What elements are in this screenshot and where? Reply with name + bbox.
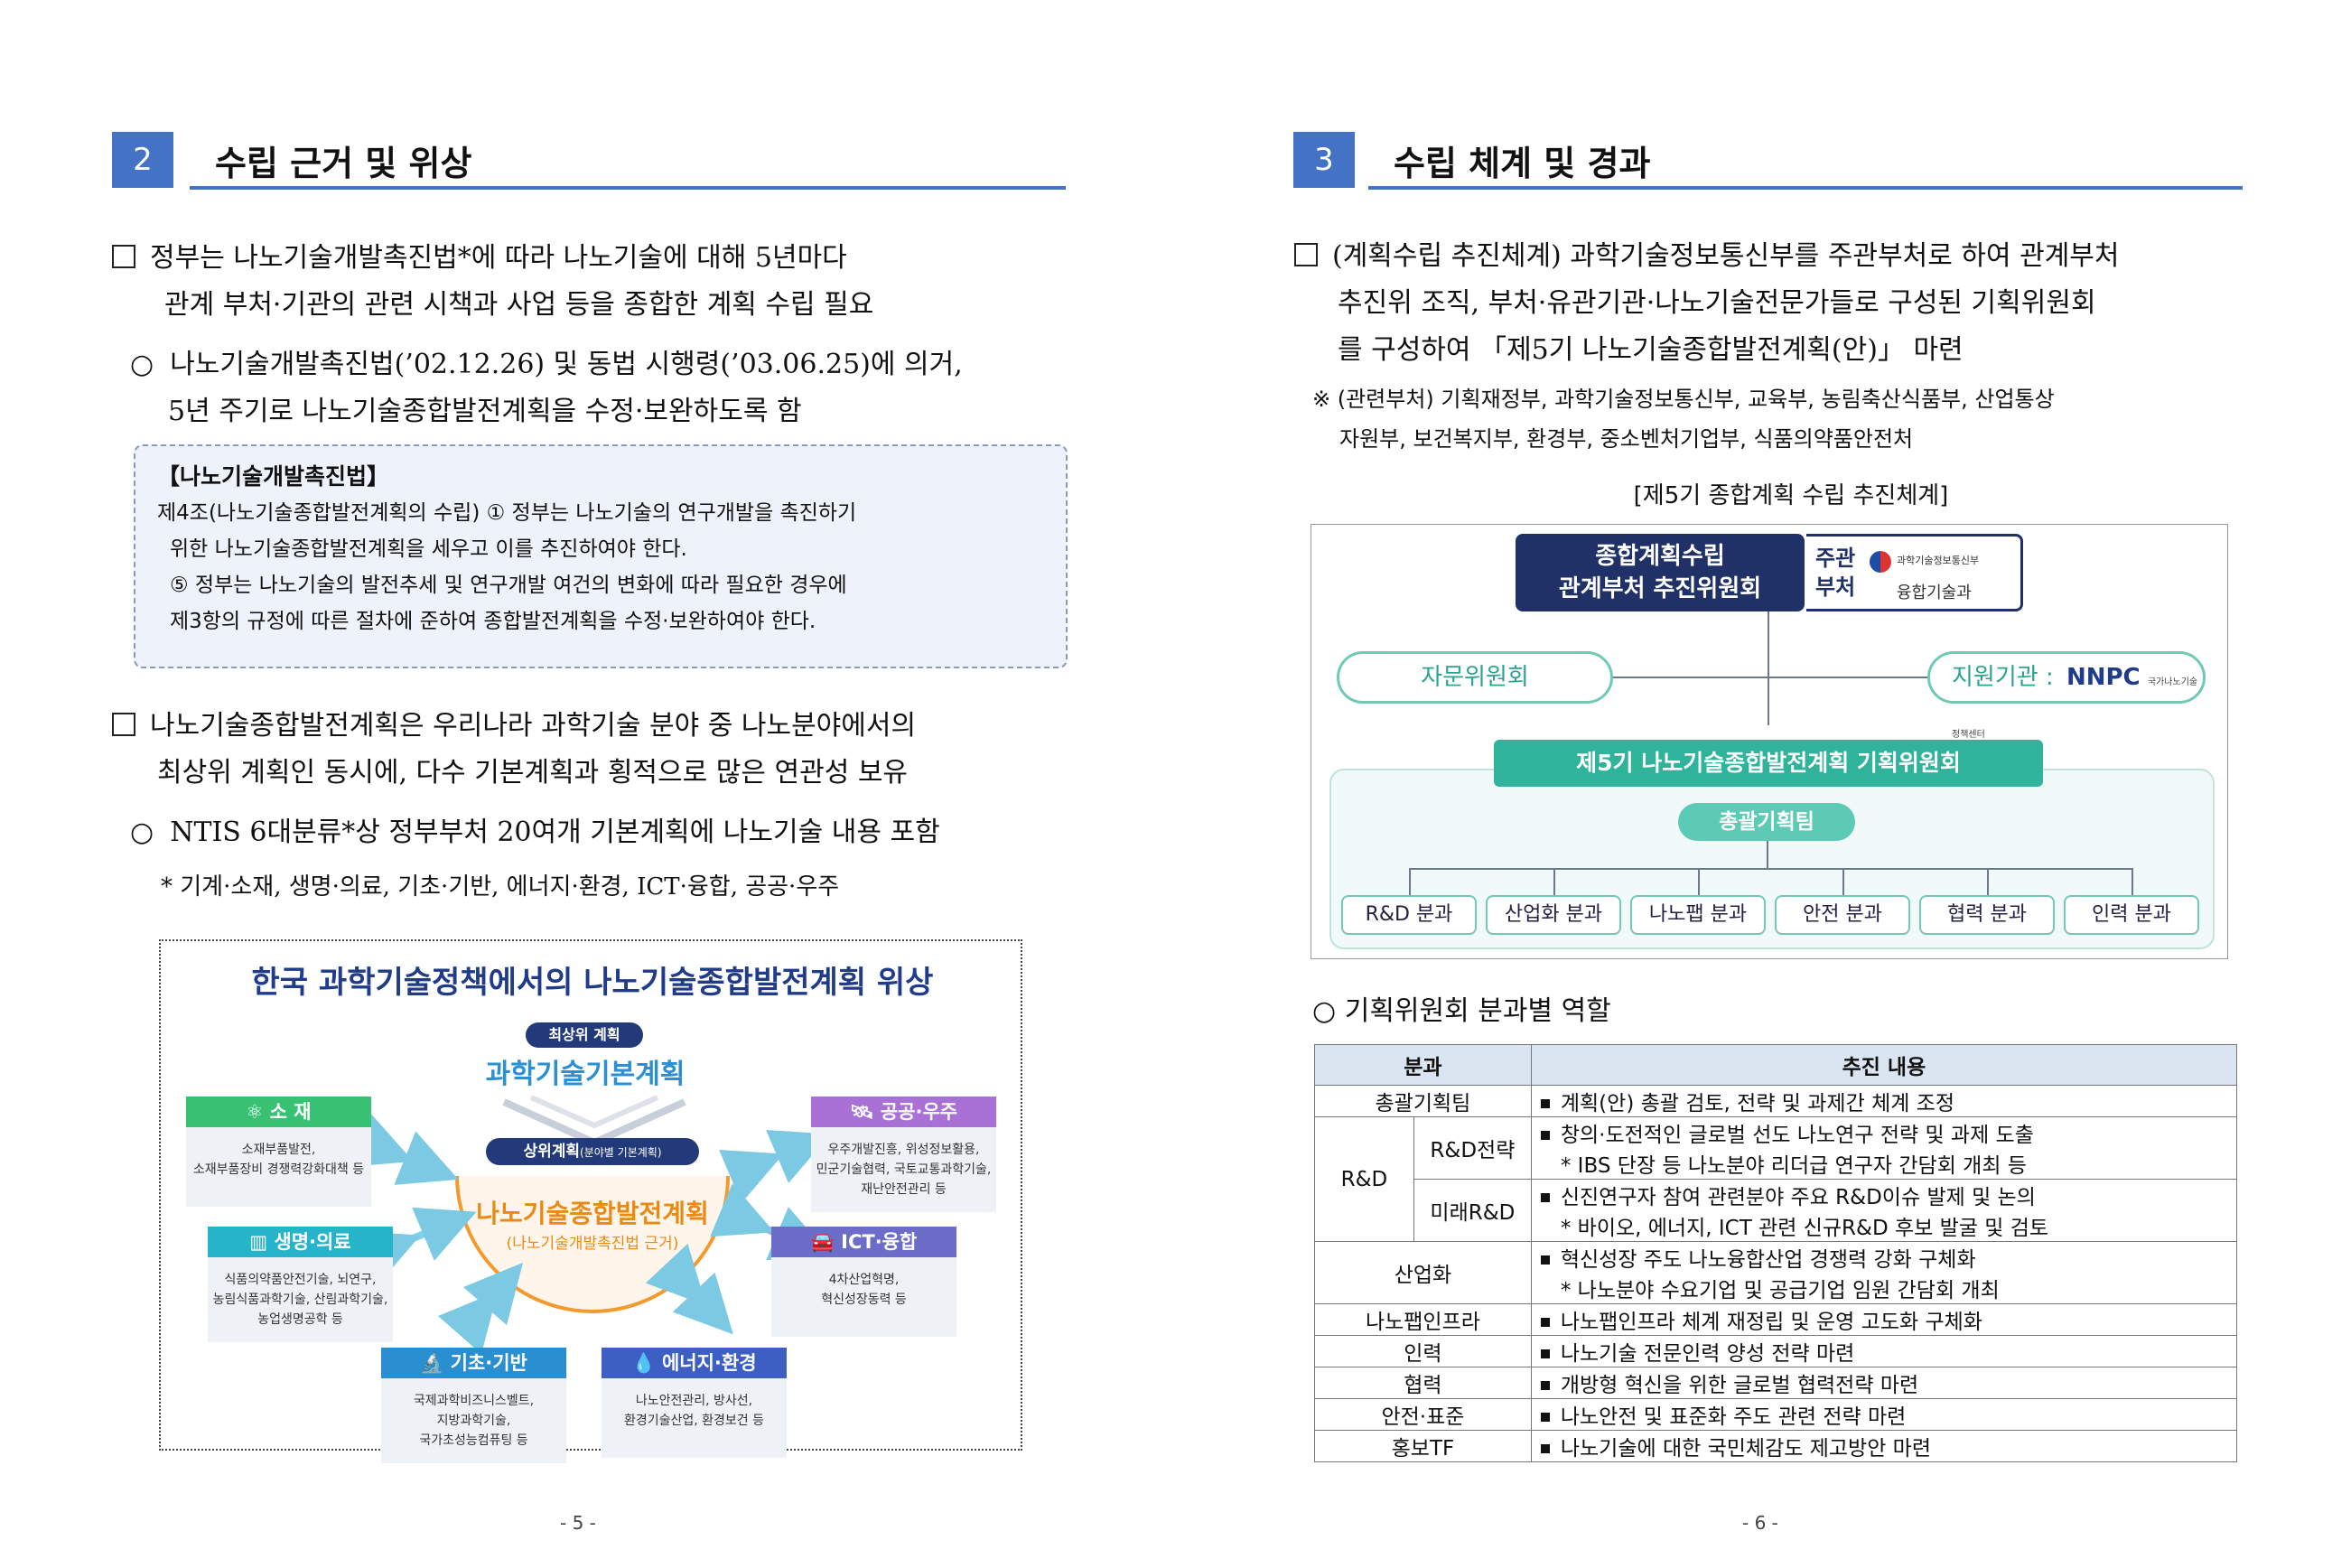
square-bullet-icon (1540, 1318, 1550, 1327)
page-number: - 5 - (560, 1512, 596, 1534)
checkbox-square-icon (112, 245, 135, 268)
category-materials: ⚛ 소 재 소재부품발전,소재부품장비 경쟁력강화대책 등 (186, 1097, 371, 1207)
table-row: 인력 나노기술 전문인력 양성 전략 마련 (1314, 1335, 2238, 1367)
section-underline (190, 186, 1066, 190)
position-figure: 한국 과학기술정책에서의 나노기술종합발전계획 위상 최상위 계획 과학기술기본… (159, 939, 1022, 1463)
ministerial-committee: 종합계획수립 관계부처 추진위원회 (1516, 534, 1805, 611)
paragraph-2-sub: ○NTIS 6대분류*상 정부부처 20여개 기본계획에 나노기술 내용 포함 (130, 817, 940, 848)
category-basic: 🔬 기초·기반 국제과학비즈니스벨트,지방과학기술,국가초성능컴퓨팅 등 (381, 1348, 566, 1463)
table-row: 산업화 혁신성장 주도 나노융합산업 경쟁력 강화 구체화 * 나노분야 수요기… (1314, 1241, 2238, 1304)
section-title: 수립 체계 및 경과 (1394, 144, 1651, 183)
figure-title: 한국 과학기술정책에서의 나노기술종합발전계획 위상 (251, 965, 934, 1001)
square-bullet-icon (1540, 1255, 1550, 1265)
table-row: 미래R&D 신진연구자 참여 관련분야 주요 R&D이슈 발제 및 논의 * 바… (1315, 1179, 2238, 1242)
planning-committee: 제5기 나노기술종합발전계획 기획위원회 (1494, 740, 2043, 787)
square-bullet-icon (1540, 1413, 1550, 1422)
subcommittee-industry: 산업화 분과 (1486, 895, 1621, 935)
section-number: 3 (1293, 132, 1355, 188)
table-row: R&D R&D전략 창의·도전적인 글로벌 선도 나노연구 전략 및 과제 도출… (1314, 1116, 2238, 1242)
section-number: 2 (112, 132, 173, 188)
top-plan-title: 과학기술기본계획 (485, 1059, 686, 1090)
roles-heading: ○ 기획위원회 분과별 역할 (1312, 995, 1611, 1027)
square-bullet-icon (1540, 1444, 1550, 1453)
top-plan-badge: 최상위 계획 (526, 1022, 643, 1048)
government-emblem-icon (1870, 551, 1891, 573)
center-plan-subtitle: (나노기술개발촉진법 근거) (506, 1235, 679, 1253)
right-page: 3 수립 체계 및 경과 (계획수립 추진체계) 과학기술정보통신부를 주관부처… (1166, 0, 2332, 1568)
bars-icon: ▥ (249, 1231, 275, 1253)
section-underline (1368, 186, 2243, 190)
paragraph-1: (계획수립 추진체계) 과학기술정보통신부를 주관부처로 하여 관계부처 추진위… (1294, 233, 2288, 374)
ministries-note: ※ (관련부처) 기획재정부, 과학기술정보통신부, 교육부, 농림축산식품부,… (1312, 387, 2055, 452)
checkbox-square-icon (112, 713, 135, 736)
section-title: 수립 근거 및 위상 (215, 144, 472, 183)
paragraph-2: 나노기술종합발전계획은 우리나라 과학기술 분야 중 나노분야에서의 최상위 계… (112, 703, 1096, 797)
circle-bullet-icon: ○ (130, 817, 154, 848)
subcommittee-nanofab: 나노팹 분과 (1630, 895, 1766, 935)
square-bullet-icon (1540, 1349, 1550, 1358)
table-header-row: 분과 추진 내용 (1314, 1044, 2238, 1086)
satellite-icon: 🛰 (849, 1101, 881, 1123)
org-chart: 종합계획수립 관계부처 추진위원회 주관 부처 과학기술정보통신부 융합기술과 … (1311, 524, 2228, 959)
page-number: - 6 - (1742, 1512, 1778, 1534)
car-icon: 🚘 (810, 1231, 842, 1253)
table-row: 협력 개방형 혁신을 위한 글로벌 협력전략 마련 (1314, 1367, 2238, 1399)
category-bio-medical: ▥ 생명·의료 식품의약품안전기술, 뇌연구,농림식품과학기술, 산림과학기술,… (208, 1227, 393, 1342)
general-planning-team: 총괄기획팀 (1678, 803, 1855, 841)
left-page: 2 수립 근거 및 위상 정부는 나노기술개발촉진법*에 따라 나노기술에 대해… (0, 0, 1165, 1568)
category-energy-env: 💧 에너지·환경 나노안전관리, 방사선,환경기술산업, 환경보건 등 (602, 1348, 787, 1458)
subcommittee-cooperation: 협력 분과 (1919, 895, 2055, 935)
subcommittee-workforce: 인력 분과 (2064, 895, 2199, 935)
square-bullet-icon (1540, 1131, 1550, 1140)
lead-ministry-box: 주관 부처 과학기술정보통신부 융합기술과 (1806, 534, 2023, 611)
checkbox-square-icon (1294, 243, 1318, 266)
org-chart-caption: [제5기 종합계획 수립 추진체계] (1633, 482, 1949, 509)
center-plan-title: 나노기술종합발전계획 (476, 1199, 709, 1228)
table-row: 총괄기획팀 계획(안) 총괄 검토, 전략 및 과제간 체계 조정 (1314, 1085, 2238, 1117)
law-excerpt-box: 【나노기술개발촉진법】 제4조(나노기술종합발전계획의 수립) ① 정부는 나노… (134, 444, 1068, 668)
table-row: 나노팹인프라 나노팹인프라 체계 재정립 및 운영 고도화 구체화 (1314, 1303, 2238, 1336)
atom-icon: ⚛ (246, 1101, 270, 1123)
nnpc-logo: NNPC (2066, 664, 2141, 691)
drop-icon: 💧 (631, 1352, 662, 1374)
paragraph-1-sub: ○나노기술개발촉진법(’02.12.26) 및 동법 시행령(’03.06.25… (130, 349, 963, 427)
subcommittee-safety: 안전 분과 (1775, 895, 1910, 935)
table-row: 홍보TF 나노기술에 대한 국민체감도 제고방안 마련 (1314, 1430, 2238, 1462)
circle-bullet-icon: ○ (130, 349, 154, 380)
category-public-space: 🛰 공공·우주 우주개발진흥, 위성정보활용,민군기술협력, 국토교통과학기술,… (811, 1097, 996, 1212)
roles-table: 분과 추진 내용 총괄기획팀 계획(안) 총괄 검토, 전략 및 과제간 체계 … (1314, 1044, 2238, 1462)
category-ict: 🚘 ICT·융합 4차산업혁명,혁신성장동력 등 (771, 1227, 956, 1337)
support-agency: 지원기관 : NNPC 국가나노기술정책센터 (1927, 651, 2206, 740)
paragraph-1: 정부는 나노기술개발촉진법*에 따라 나노기술에 대해 5년마다 관계 부처·기… (112, 235, 1096, 329)
square-bullet-icon (1540, 1099, 1550, 1108)
subcommittee-rnd: R&D 분과 (1341, 895, 1477, 935)
mid-plan-badge: 상위계획(분야별 기본계획) (486, 1138, 699, 1165)
microscope-icon: 🔬 (420, 1352, 451, 1374)
paragraph-2-note: * 기계·소재, 생명·의료, 기초·기반, 에너지·환경, ICT·융합, 공… (161, 873, 840, 901)
square-bullet-icon (1540, 1193, 1550, 1202)
square-bullet-icon (1540, 1381, 1550, 1390)
advisory-committee: 자문위원회 (1337, 651, 1613, 704)
table-row: 안전·표준 나노안전 및 표준화 주도 관련 전략 마련 (1314, 1398, 2238, 1431)
